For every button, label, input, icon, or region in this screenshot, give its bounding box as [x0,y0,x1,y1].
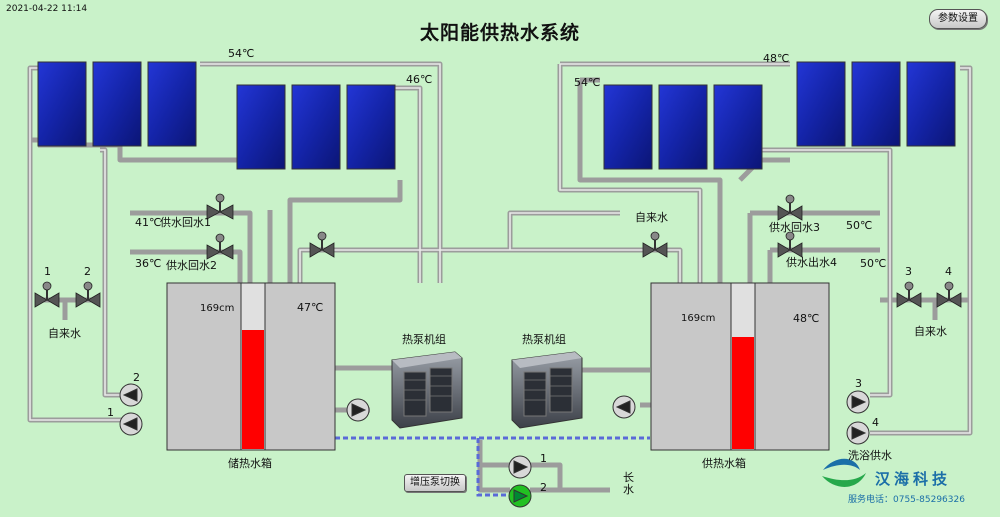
solar-panel [147,61,197,147]
pump-heatpump-right[interactable] [612,395,636,419]
page-title: 太阳能供热水系统 [419,22,580,44]
right-tank [650,282,830,451]
pump-right-3[interactable] [846,390,870,414]
valve-return1[interactable] [206,193,234,220]
heat-pump-left [391,351,463,429]
label-supply4: 供水出水4 [786,256,837,269]
valve-4[interactable] [936,281,962,308]
right-tank-label: 供热水箱 [702,457,746,470]
label-drain: 长水 [623,471,634,496]
company-name: 汉海科技 [875,470,952,488]
boost-pump-2[interactable] [508,484,532,508]
valve-1[interactable] [34,281,60,308]
label-right-water-in: 自来水 [914,325,947,338]
boost-pump-1[interactable] [508,455,532,479]
solar-panel [851,61,901,147]
solar-panel [291,84,341,170]
boost-pump-switch-button[interactable]: 增压泵切换 [404,474,466,492]
left-tank-temp: 47℃ [297,301,324,314]
solar-panel [37,61,87,147]
temp-right-supply4: 50℃ [860,257,887,270]
solar-panel [603,84,653,170]
valve-supply4[interactable] [777,231,803,258]
company-logo-icon [822,458,866,487]
valve-return2[interactable] [206,233,234,260]
right-tank-level-bar [732,337,754,449]
temp-right-collector-bottom: 54℃ [574,76,601,89]
datetime-display: 2021-04-22 11:14 [6,4,88,14]
label-pump-left-1: 1 [107,406,114,419]
pump-left-1[interactable] [119,412,143,436]
temp-left-collector-top: 54℃ [228,47,255,60]
heat-pump-right-label: 热泵机组 [522,333,566,346]
solar-panel [906,61,956,147]
service-phone: 服务电话：0755-85296326 [848,495,965,505]
label-pump-right-3: 3 [855,377,862,390]
solar-panel [658,84,708,170]
heat-pump-right [511,351,583,429]
solar-panel [92,61,142,147]
solar-panel [346,84,396,170]
pump-left-2[interactable] [119,383,143,407]
valve-center-left[interactable] [309,231,335,258]
left-tank-level: 169cm [200,303,235,314]
right-tank-level: 169cm [681,313,716,324]
left-tank-label: 储热水箱 [228,457,272,470]
label-boost-pump-2: 2 [540,481,547,494]
temp-right-collector-top: 48℃ [763,52,790,65]
label-valve-2: 2 [84,265,91,278]
label-boost-pump-1: 1 [540,452,547,465]
label-center-water-in: 自来水 [635,211,668,224]
valve-2[interactable] [75,281,101,308]
heat-pump-left-label: 热泵机组 [402,333,446,346]
left-tank-level-bar [242,330,264,449]
label-return3: 供水回水3 [769,221,820,234]
label-return1: 供水回水1 [160,216,211,229]
left-tank [166,282,336,451]
valve-center-right[interactable] [642,231,668,258]
pump-right-4[interactable] [846,421,870,445]
temp-right-return: 50℃ [846,219,873,232]
valve-return3[interactable] [777,194,803,221]
label-valve-4: 4 [945,265,952,278]
label-bath-supply: 洗浴供水 [848,449,892,462]
temp-left-return2: 36℃ [135,257,162,270]
solar-panel [236,84,286,170]
label-valve-3: 3 [905,265,912,278]
pipe-highlight [29,63,971,434]
temp-left-collector-bottom: 46℃ [406,73,433,86]
label-pump-left-2: 2 [133,371,140,384]
label-pump-right-4: 4 [872,416,879,429]
temp-left-return1: 41℃ [135,216,162,229]
label-valve-1: 1 [44,265,51,278]
solar-panel [713,84,763,170]
settings-button[interactable]: 参数设置 [929,9,987,29]
valve-3[interactable] [896,281,922,308]
label-left-water-in: 自来水 [48,327,81,340]
pump-heatpump-left[interactable] [346,398,370,422]
boost-pipe [476,438,510,497]
label-return2: 供水回水2 [166,259,217,272]
solar-panel [796,61,846,147]
right-tank-temp: 48℃ [793,312,820,325]
